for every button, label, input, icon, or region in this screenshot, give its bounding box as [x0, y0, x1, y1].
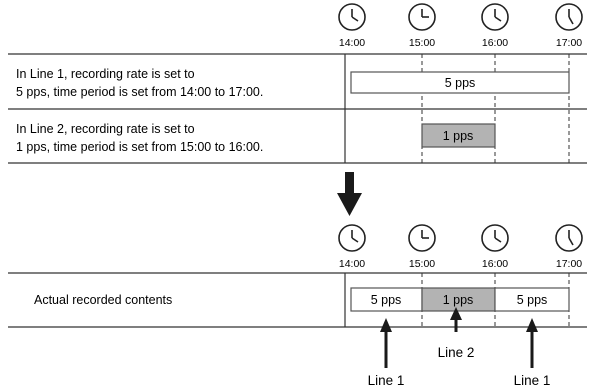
- settings-row-line-1: In Line 1, recording rate is set to 5 pp…: [16, 67, 570, 99]
- rate-bar: [421, 123, 496, 148]
- time-gridlines: [421, 273, 570, 327]
- clock-icon: [408, 224, 436, 252]
- time-label: 15:00: [409, 37, 435, 49]
- pointer-line-1-right: Line 1: [514, 318, 551, 388]
- result-table: Actual recorded contents 5 pps 1 pps 5 p…: [8, 272, 587, 328]
- row-description: In Line 1, recording rate is set to: [16, 67, 195, 81]
- rate-bar-label: 5 pps: [445, 76, 476, 90]
- bottom-timeline-header: 14:00 15:00 16:00 17:00: [338, 224, 583, 270]
- result-label: Actual recorded contents: [34, 293, 172, 307]
- row-description: 1 pps, time period is set from 15:00 to …: [16, 140, 263, 154]
- pointer-label: Line 1: [514, 373, 551, 388]
- time-label: 14:00: [339, 258, 365, 270]
- pointer-label: Line 1: [368, 373, 405, 388]
- clock-icon: [338, 224, 366, 252]
- row-description: In Line 2, recording rate is set to: [16, 122, 195, 136]
- settings-table: In Line 1, recording rate is set to 5 pp…: [8, 53, 587, 164]
- rate-bar: [350, 71, 570, 94]
- result-segment: [494, 287, 570, 312]
- time-label: 14:00: [339, 37, 365, 49]
- pointer-line-1-left: Line 1: [368, 318, 405, 388]
- top-timeline-header: 14:00 15:00 16:00 17:00: [338, 3, 583, 49]
- time-label: 16:00: [482, 258, 508, 270]
- clock-icon: [481, 224, 509, 252]
- clock-icon: [481, 3, 509, 31]
- settings-row-line-2: In Line 2, recording rate is set to 1 pp…: [16, 122, 496, 154]
- result-segment-label: 5 pps: [517, 293, 548, 307]
- result-segment-label: 5 pps: [371, 293, 402, 307]
- time-label: 17:00: [556, 37, 582, 49]
- row-description: 5 pps, time period is set from 14:00 to …: [16, 85, 263, 99]
- time-label: 15:00: [409, 258, 435, 270]
- clock-icon: [555, 3, 583, 31]
- result-segment-label: 1 pps: [443, 293, 474, 307]
- pointer-line-2: Line 2: [438, 307, 475, 360]
- clock-icon: [338, 3, 366, 31]
- clock-icon: [408, 3, 436, 31]
- time-label: 17:00: [556, 258, 582, 270]
- down-arrow-icon: [337, 172, 362, 216]
- time-label: 16:00: [482, 37, 508, 49]
- clock-icon: [555, 224, 583, 252]
- pointer-label: Line 2: [438, 345, 475, 360]
- rate-bar-label: 1 pps: [443, 129, 474, 143]
